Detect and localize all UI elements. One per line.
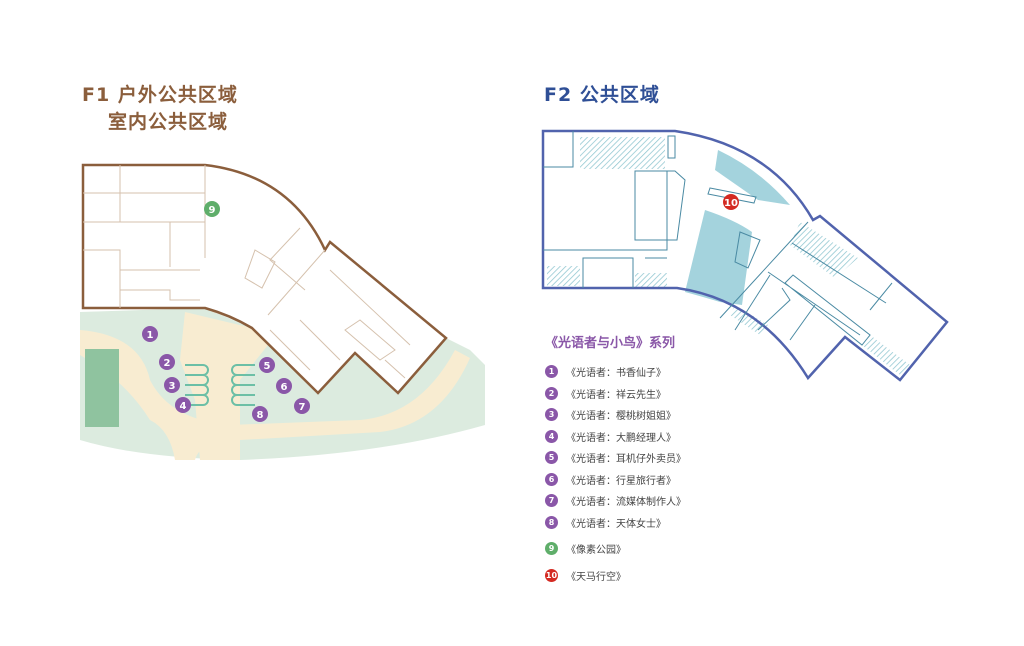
svg-text:1: 1	[147, 330, 154, 341]
svg-text:9: 9	[209, 205, 216, 216]
svg-text:5: 5	[264, 361, 271, 372]
legend-item: 1 《光语者：书香仙子》	[545, 361, 686, 383]
legend-item: 5 《光语者：耳机仔外卖员》	[545, 447, 686, 469]
marker-4[interactable]: 4	[175, 397, 191, 413]
legend-item: 10 《天马行空》	[545, 565, 686, 587]
legend-item-label: 《光语者：祥云先生》	[566, 389, 666, 401]
legend-item: 4 《光语者：大鹏经理人》	[545, 426, 686, 448]
marker-9[interactable]: 9	[204, 201, 220, 217]
legend-item-label: 《像素公园》	[566, 545, 626, 557]
legend-number-badge: 10	[545, 568, 558, 582]
f1-building	[81, 163, 448, 395]
svg-text:7: 7	[299, 402, 306, 413]
svg-text:3: 3	[169, 381, 176, 392]
f2-title: F2 公共区域	[544, 84, 660, 106]
legend-number-badge: 4	[545, 429, 558, 443]
marker-5[interactable]: 5	[259, 357, 275, 373]
legend-number-badge: 3	[545, 408, 558, 422]
legend-number-badge: 8	[545, 515, 558, 529]
legend-item-label: 《天马行空》	[566, 571, 626, 583]
marker-10[interactable]: 10	[723, 194, 739, 210]
legend-item-label: 《光语者：行星旅行者》	[566, 475, 676, 487]
legend-number-badge: 1	[545, 365, 558, 379]
svg-text:2: 2	[164, 358, 171, 369]
legend-number-badge: 9	[545, 542, 558, 556]
legend-item-label: 《光语者：流媒体制作人》	[566, 497, 686, 509]
svg-text:6: 6	[281, 382, 288, 393]
legend-number-badge: 2	[545, 386, 558, 400]
svg-text:8: 8	[257, 410, 264, 421]
marker-3[interactable]: 3	[164, 377, 180, 393]
legend-item: 3 《光语者：樱桃树姐姐》	[545, 404, 686, 426]
legend-number-badge: 5	[545, 451, 558, 465]
svg-text:10: 10	[724, 198, 738, 209]
marker-8[interactable]: 8	[252, 406, 268, 422]
legend: 《光语者与小鸟》系列 1 《光语者：书香仙子》 2 《光语者：祥云先生》 3 《光语者：樱…	[545, 332, 686, 586]
legend-item: 7 《光语者：流媒体制作人》	[545, 490, 686, 512]
legend-item: 8 《光语者：天体女士》	[545, 512, 686, 534]
marker-1[interactable]: 1	[142, 326, 158, 342]
legend-item: 6 《光语者：行星旅行者》	[545, 469, 686, 491]
legend-item-label: 《光语者：耳机仔外卖员》	[566, 454, 686, 466]
legend-number-badge: 6	[545, 472, 558, 486]
legend-item: 9 《像素公园》	[545, 538, 686, 560]
svg-text:4: 4	[180, 401, 187, 412]
f1-title: F1 户外公共区域	[82, 84, 238, 106]
legend-item-label: 《光语者：书香仙子》	[566, 368, 666, 380]
legend-number-badge: 7	[545, 494, 558, 508]
legend-item: 2 《光语者：祥云先生》	[545, 383, 686, 405]
f1-subtitle: 室内公共区域	[108, 111, 229, 133]
marker-6[interactable]: 6	[276, 378, 292, 394]
artwork-markers: 1 2 3 4 5 6 7 8 9 10	[142, 194, 739, 422]
legend-title: 《光语者与小鸟》系列	[545, 336, 676, 351]
lawn	[85, 349, 119, 427]
marker-7[interactable]: 7	[294, 398, 310, 414]
legend-item-label: 《光语者：天体女士》	[566, 518, 666, 530]
marker-2[interactable]: 2	[159, 354, 175, 370]
legend-item-label: 《光语者：大鹏经理人》	[566, 432, 676, 444]
f2-building	[541, 129, 949, 382]
legend-item-label: 《光语者：樱桃树姐姐》	[566, 411, 676, 423]
